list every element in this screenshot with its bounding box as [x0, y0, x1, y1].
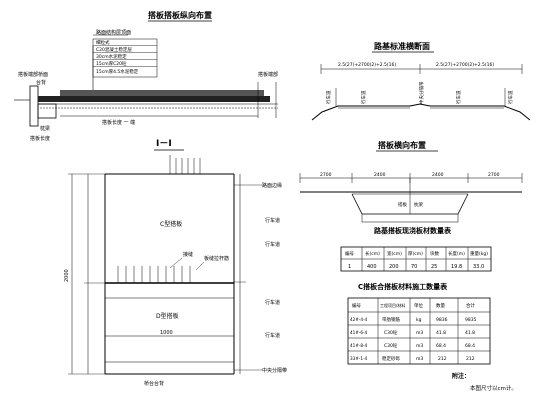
label-table2-rows-3-3: 212 [438, 356, 447, 362]
layer-1: 细粒式 [96, 39, 110, 46]
label-table1-headers-2: 宽(cm) [387, 250, 402, 257]
label-transverse-dims-2: 2400 [432, 172, 444, 178]
abutment-label: 搭板端部桥面 [18, 71, 48, 78]
label-table2-rows-1-0: 41#-6-4 [350, 330, 368, 335]
label-table2-rows-0-1: 带肋钢筋 [382, 316, 400, 323]
label-table1-headers-5: 长度(m) [448, 250, 465, 257]
road-cross-section: 2.5(27)+2700(2)+2.5(16) 2.5(27)+2700(2)+… [311, 62, 531, 121]
label-cross_section-lane_labels-3: 行车道 [455, 90, 462, 104]
plan-bottom-dim: 1000 [160, 330, 173, 336]
label-cross_section-lane_labels-1: 行车道 [360, 90, 367, 104]
label-table2-headers-0: 编号 [352, 302, 361, 309]
right-end-label: 搭板端部 [258, 71, 278, 78]
label-table1-headers-0: 编号 [345, 250, 354, 257]
zone-c-label: C型搭板 [160, 220, 182, 228]
label-plan-right_labels-2: 行车道 [265, 241, 280, 248]
label-table2-rows-0-2: kg [416, 317, 422, 323]
label-plan-right_labels-0: 路面边缘 [262, 182, 282, 189]
label-table2-rows-1-3: 41.8 [436, 330, 446, 336]
label-table2-rows-1-2: m3 [416, 330, 423, 336]
label-table2-rows-0-3: 9836 [436, 317, 448, 323]
cs-width-right: 2.5(27)+2700(2)+2.5(16) [436, 62, 494, 68]
table2: 编号 工程项目/材料 单位 数量 合计 42#-4-4 带肋钢筋 kg 9836… [347, 297, 491, 365]
label-table2-headers-3: 数量 [436, 302, 445, 309]
table2-title: C搭板合搭板材料施工数量表 [358, 282, 448, 291]
beam-label: 搭板长度 一 端 [102, 119, 135, 126]
label-table2-rows-3-2: m3 [416, 356, 423, 362]
label-table2-rows-2-2: m3 [416, 343, 423, 349]
label-plan-right_labels-5: 中央分隔带 [262, 367, 287, 374]
label-table2-rows-3-0: 33#-1-4 [350, 356, 368, 361]
label-table1-rows-0-3: 70 [411, 264, 417, 270]
label-table2-rows-2-4: 68.4 [465, 343, 475, 349]
transverse-layout: 2700 2400 2400 2700 搭板 枕梁 [299, 172, 523, 223]
slab-length-label: 搭板长度 [30, 135, 50, 142]
label-table1-rows-0-0: 1 [348, 264, 351, 270]
label-table1-rows-0-2: 200 [389, 264, 399, 270]
transverse-title: 搭板横向布置 [378, 140, 426, 150]
label-table1-headers-4: 块数 [430, 250, 439, 257]
layer-2: C20混凝土稳定层 [96, 46, 132, 53]
label-table2-rows-2-0: 41#-8-4 [350, 343, 368, 348]
label-table2-headers-4: 合计 [466, 302, 475, 309]
table1: 编号 长(cm) 宽(cm) 厚(cm) 块数 长度(m) 重量(kg) 1 4… [340, 246, 492, 272]
label-table1-rows-0-6: 33.0 [473, 264, 484, 270]
notes-label: 附注： [452, 372, 470, 380]
label-table2-rows-2-1: C30砼 [384, 342, 398, 349]
label-table1-rows-0-1: 400 [367, 264, 377, 270]
table1-title: 路基搭板现浇板材数量表 [374, 226, 452, 235]
layer-3: 30cm水泥稳定 [96, 53, 127, 60]
layer-4: 15cm厚C20砼 [96, 60, 127, 67]
label-table2-rows-3-1: 稳定砂砾 [382, 355, 400, 362]
layer-legend: 路面结构层顶面 细粒式 C20混凝土稳定层 30cm水泥稳定 15cm厚C20砼… [92, 29, 158, 90]
label-table2-rows-1-1: C30砼 [384, 329, 398, 336]
plan-right-labels: 路面边缘 行车道 行车道 行车道 行车道 中央分隔带 [234, 182, 287, 374]
label-table1-headers-3: 厚(cm) [408, 251, 423, 257]
label-cross_section-lane_labels-4: 行车道 [507, 90, 514, 104]
section-mark: I－I [156, 139, 172, 149]
label-table1-rows-0-4: 25 [431, 264, 437, 270]
plan-bottom-label: 桥台台背 [144, 380, 164, 387]
approach-slab-plan: 2000 1000 C型搭板 D型搭板 接缝 板缝拉杆筋 桥台台背 [64, 155, 246, 387]
backwall-label: 台背 [36, 79, 46, 86]
label-cross_section-lane_labels-0: 行车道 [325, 90, 332, 104]
joint-label: 接缝 [183, 251, 193, 258]
label-transverse-dims-0: 2700 [320, 172, 332, 178]
label-table2-rows-0-0: 42#-4-4 [350, 317, 368, 322]
label-table2-rows-3-4: 212 [466, 356, 475, 362]
label-table2-headers-2: 单位 [414, 302, 423, 309]
tie-bar-label: 板缝拉杆筋 [204, 255, 229, 262]
layer-0: 路面结构层顶面 [96, 29, 131, 36]
label-table2-rows-2-3: 68.4 [436, 343, 446, 349]
corbel-label: 枕梁 [40, 125, 50, 132]
label-transverse-callouts-0: 搭板 [398, 201, 407, 208]
label-plan-right_labels-1: 行车道 [265, 217, 280, 224]
label-table1-headers-6: 重量(kg) [470, 250, 488, 257]
label-cross_section-lane_labels-2: 中央分隔带 [418, 81, 425, 104]
label-table1-headers-1: 长(cm) [365, 250, 380, 257]
label-plan-right_labels-4: 行车道 [265, 332, 280, 339]
notes-text: 本图尺寸以cm计。 [470, 384, 517, 392]
approach-slab-longitudinal: 枕梁 搭板长度 搭板长度 一 端 [14, 82, 278, 142]
longitudinal-title: 搭板搭板纵向布置 [148, 10, 212, 20]
label-transverse-dims-3: 2700 [488, 172, 500, 178]
label-table2-rows-1-4: 41.8 [465, 330, 475, 336]
label-table2-rows-0-4: 9835 [465, 317, 477, 323]
label-transverse-callouts-1: 枕梁 [414, 201, 423, 208]
label-transverse-dims-1: 2400 [374, 172, 386, 178]
label-table1-rows-0-5: 19.8 [451, 264, 462, 270]
layer-5: 15cm厚4.5水泥稳定 [96, 68, 139, 75]
zone-d-label: D型搭板 [156, 312, 179, 320]
label-plan-right_labels-3: 行车道 [265, 299, 280, 306]
label-table2-headers-1: 工程项目/材料 [380, 302, 405, 308]
cs-width-left: 2.5(27)+2700(2)+2.5(16) [338, 62, 396, 68]
cross-section-title: 路基标准横断面 [374, 41, 430, 51]
plan-left-dim: 2000 [64, 269, 70, 282]
